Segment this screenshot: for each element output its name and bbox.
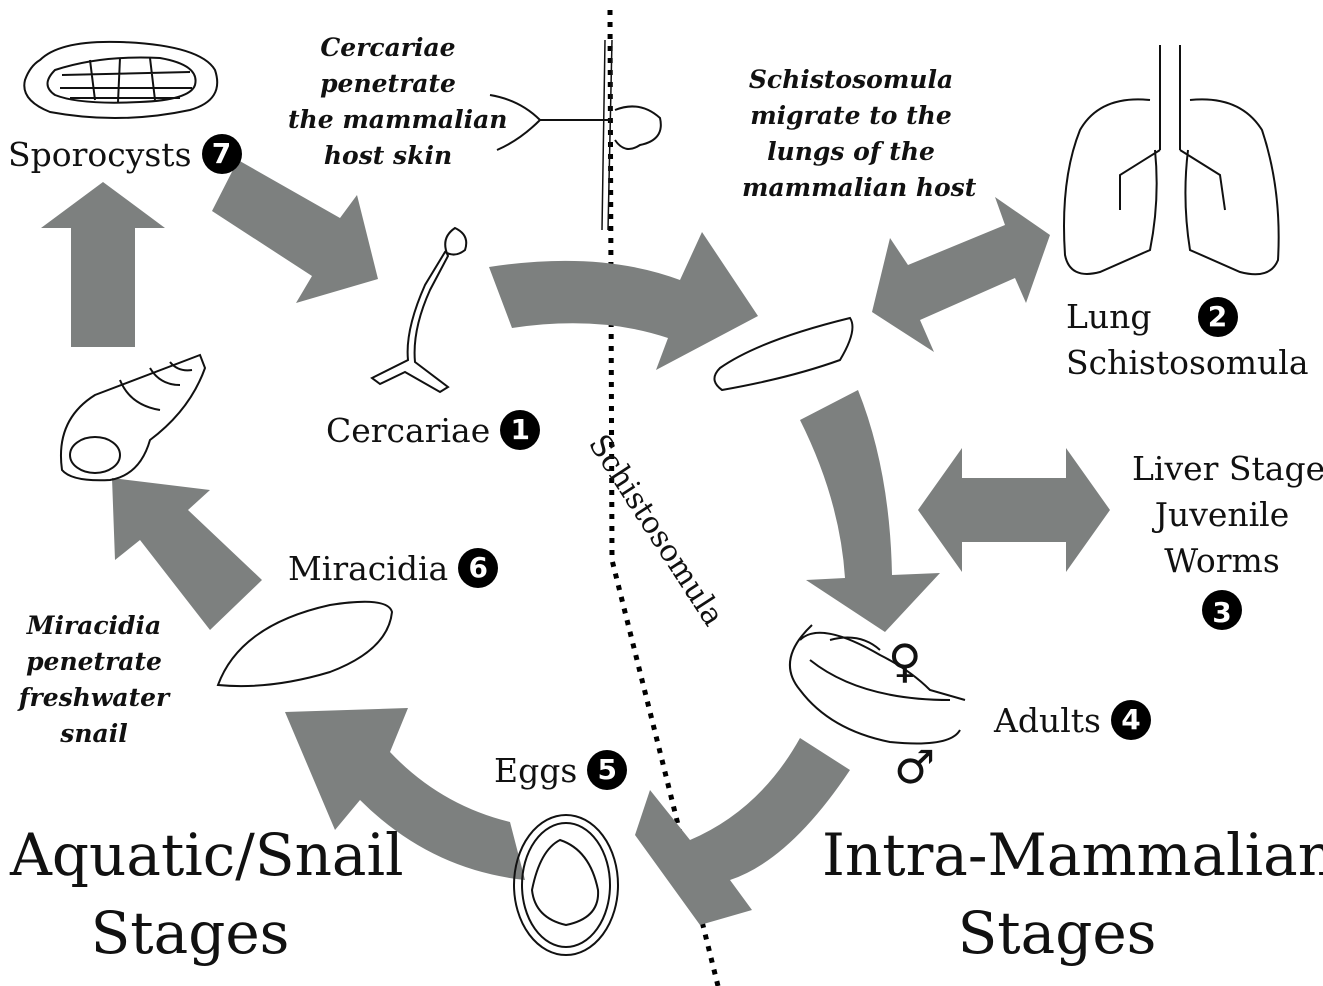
adult-worms-illustration (790, 625, 965, 744)
annotation-line: Schistosomula (742, 62, 960, 98)
arrow-liver-double (918, 448, 1110, 572)
stage-number-badge: 5 (587, 750, 627, 790)
arrow-snail-to-sporocysts (41, 182, 165, 347)
stage-label-adults: Adults 4 (994, 700, 1151, 740)
cercaria-illustration (372, 228, 466, 392)
stage-name: Eggs (494, 754, 577, 787)
cercaria-penetrating-illustration (490, 40, 661, 230)
annotation-line: snail (14, 716, 174, 752)
section-aquatic-snail-stages: Aquatic/Snail Stages (10, 816, 370, 972)
schistosomula-illustration (714, 318, 852, 390)
stage-name-line2: Juvenile (1132, 492, 1312, 538)
egg-illustration (514, 815, 618, 955)
female-symbol: ♀ (888, 638, 922, 684)
arrow-cercariae-to-schistosomula (489, 232, 758, 370)
stage-label-cercariae: Cercariae 1 (326, 410, 540, 450)
lungs-illustration (1064, 45, 1279, 274)
annotation-line: penetrate (14, 644, 174, 680)
arrow-sporocysts-to-cercariae (212, 160, 378, 303)
annotation-cercariae-penetrate: Cercariae penetrate the mammalian host s… (288, 30, 488, 174)
stage-number-badge: 6 (458, 548, 498, 588)
section-intra-mammalian-stages: Intra-Mammalian Stages (822, 816, 1292, 972)
snail-illustration (61, 355, 205, 480)
stage-number-badge: 3 (1202, 590, 1242, 630)
stage-name-line3: Worms (1132, 538, 1312, 584)
stage-label-liver: Liver Stage Juvenile Worms 3 (1132, 446, 1312, 630)
stage-name-line1: Liver Stage (1132, 446, 1312, 492)
annotation-line: freshwater (14, 680, 174, 716)
male-symbol: ♂ (894, 744, 935, 790)
stage-name: Sporocysts (8, 138, 192, 171)
sporocysts-illustration (24, 42, 217, 118)
section-line: Stages (822, 894, 1292, 972)
section-line: Intra-Mammalian (822, 816, 1292, 894)
stage-number-badge: 4 (1111, 700, 1151, 740)
stage-number-badge: 7 (202, 134, 242, 174)
annotation-line: mammalian host (742, 170, 960, 206)
stage-label-eggs: Eggs 5 (494, 750, 627, 790)
stage-label-sporocysts: Sporocysts 7 (8, 134, 242, 174)
stage-number-badge: 1 (500, 410, 540, 450)
annotation-line: the mammalian (288, 102, 488, 138)
stage-number-badge: 2 (1198, 297, 1238, 337)
stage-label-miracidia: Miracidia 6 (288, 548, 498, 588)
annotation-line: lungs of the (742, 134, 960, 170)
section-line: Aquatic/Snail (10, 816, 370, 894)
annotation-line: Miracidia (14, 608, 174, 644)
stage-name: Miracidia (288, 552, 448, 585)
stage-name: Cercariae (326, 414, 490, 447)
annotation-line: host skin (288, 138, 488, 174)
annotation-line: migrate to the (742, 98, 960, 134)
annotation-line: penetrate (288, 66, 488, 102)
stage-name-line1: Lung (1066, 294, 1152, 340)
annotation-line: Cercariae (288, 30, 488, 66)
stage-label-lung: Lung 2 Schistosomula (1066, 294, 1309, 386)
annotation-miracidia-penetrate: Miracidia penetrate freshwater snail (14, 608, 174, 752)
miracidium-illustration (218, 602, 392, 686)
arrow-schistosomula-lung (872, 197, 1050, 352)
stage-name-line2: Schistosomula (1066, 343, 1309, 382)
annotation-schistosomula-migrate: Schistosomula migrate to the lungs of th… (742, 62, 960, 206)
section-line: Stages (10, 894, 370, 972)
stage-name: Adults (994, 704, 1101, 737)
arrow-adults-to-eggs (635, 738, 850, 925)
